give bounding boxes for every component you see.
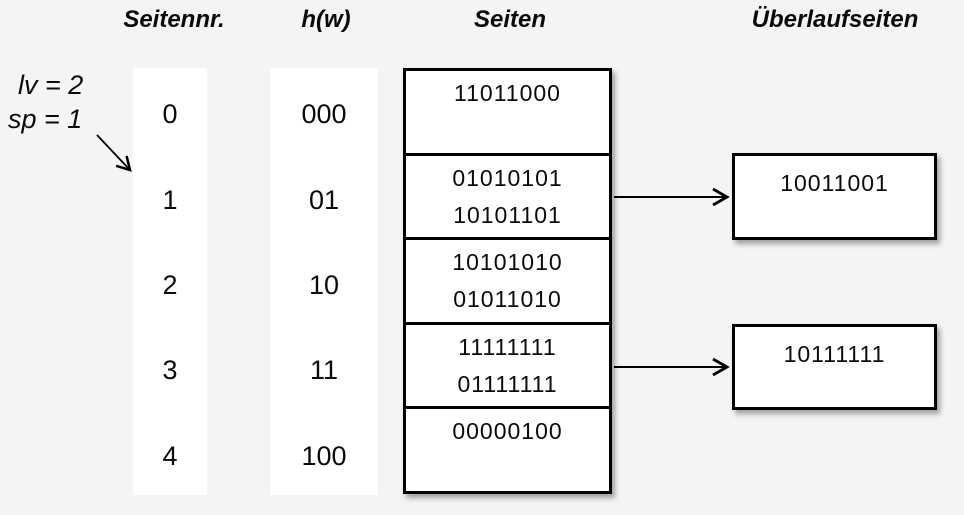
hash-value-4: 100 xyxy=(301,440,347,471)
page-number-column: 0 1 2 3 4 xyxy=(133,68,207,495)
page-entry: 10101101 xyxy=(453,201,562,228)
page-entry: 11011000 xyxy=(454,80,561,106)
page-cell-3: 11111111 01111111 xyxy=(406,321,609,407)
page-entry: 01010101 xyxy=(452,164,563,191)
hash-value-1: 01 xyxy=(308,184,340,215)
hash-value-3: 11 xyxy=(309,355,339,386)
page-entry: 01011010 xyxy=(453,286,562,313)
hash-value-0: 000 xyxy=(301,99,347,130)
page-cell-0: 11011000 xyxy=(406,71,609,153)
page-entry: 01111111 xyxy=(457,370,558,397)
pages-table: 11011000 01010101 10101101 10101010 0101… xyxy=(403,68,612,494)
annotation-level: lv = 2 xyxy=(18,70,84,100)
hash-value-2: 10 xyxy=(308,270,340,301)
column-header-ueberlaufseiten: Überlaufseiten xyxy=(751,6,919,33)
page-cell-1: 01010101 10101101 xyxy=(406,152,609,238)
page-cell-4: 00000100 xyxy=(406,406,609,491)
overflow-entry: 10111111 xyxy=(783,341,886,367)
column-header-seitennr: Seitennr. xyxy=(123,6,225,33)
column-header-seiten: Seiten xyxy=(473,6,547,33)
page-entry: 00000100 xyxy=(452,418,563,445)
page-cell-2: 10101010 01011010 xyxy=(406,237,609,322)
overflow-entry: 10011001 xyxy=(780,170,889,196)
overflow-page-row3: 10111111 xyxy=(732,324,937,410)
page-number-1: 1 xyxy=(162,184,178,215)
page-number-4: 4 xyxy=(162,440,178,471)
page-number-3: 3 xyxy=(162,355,178,386)
page-number-2: 2 xyxy=(162,270,178,301)
page-number-0: 0 xyxy=(162,99,178,130)
annotation-split-pointer: sp = 1 xyxy=(8,104,83,134)
overflow-page-row1: 10011001 xyxy=(732,153,937,240)
split-pointer-arrow xyxy=(96,134,132,172)
hash-value-column: 000 01 10 11 100 xyxy=(270,68,378,495)
page-entry: 11111111 xyxy=(458,333,557,360)
page-entry: 10101010 xyxy=(452,249,563,276)
column-header-hw: h(w) xyxy=(301,6,351,33)
